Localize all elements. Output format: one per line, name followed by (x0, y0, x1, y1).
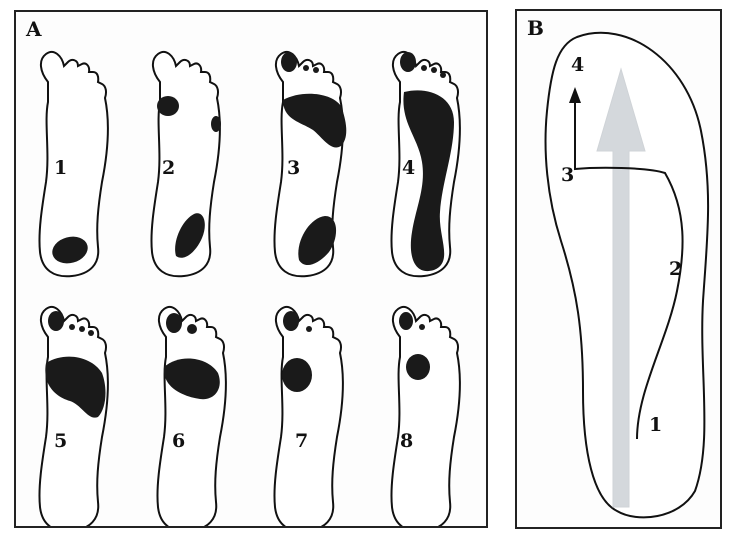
path-label-1: 1 (649, 414, 662, 436)
footprint-4: 4 (391, 52, 459, 276)
footprint-5: 5 (39, 307, 107, 526)
footprint-3: 3 (274, 52, 346, 276)
footprint-8: 8 (391, 307, 459, 526)
footprint-label-6: 6 (172, 430, 185, 452)
footprint-7: 7 (274, 307, 342, 526)
gait-path-diagram: 1 2 3 4 (517, 11, 720, 527)
footprints-grid: 1 2 3 4 (16, 12, 486, 526)
footprint-label-8: 8 (400, 430, 413, 452)
path-label-2: 2 (669, 258, 682, 280)
footprint-2: 2 (151, 52, 221, 276)
path-label-3: 3 (561, 164, 574, 186)
footprint-label-7: 7 (295, 430, 308, 452)
footprint-label-4: 4 (402, 157, 415, 179)
path-label-4: 4 (571, 54, 584, 76)
footprint-1: 1 (39, 52, 107, 276)
footprint-6: 6 (157, 307, 225, 526)
footprint-label-3: 3 (287, 157, 300, 179)
footprint-label-5: 5 (54, 430, 67, 452)
panel-b-gait-path: B 1 2 3 4 (515, 9, 722, 529)
footprint-label-1: 1 (54, 157, 67, 179)
footprint-label-2: 2 (162, 157, 175, 179)
panel-a-footprints: A 1 2 3 (14, 10, 488, 528)
